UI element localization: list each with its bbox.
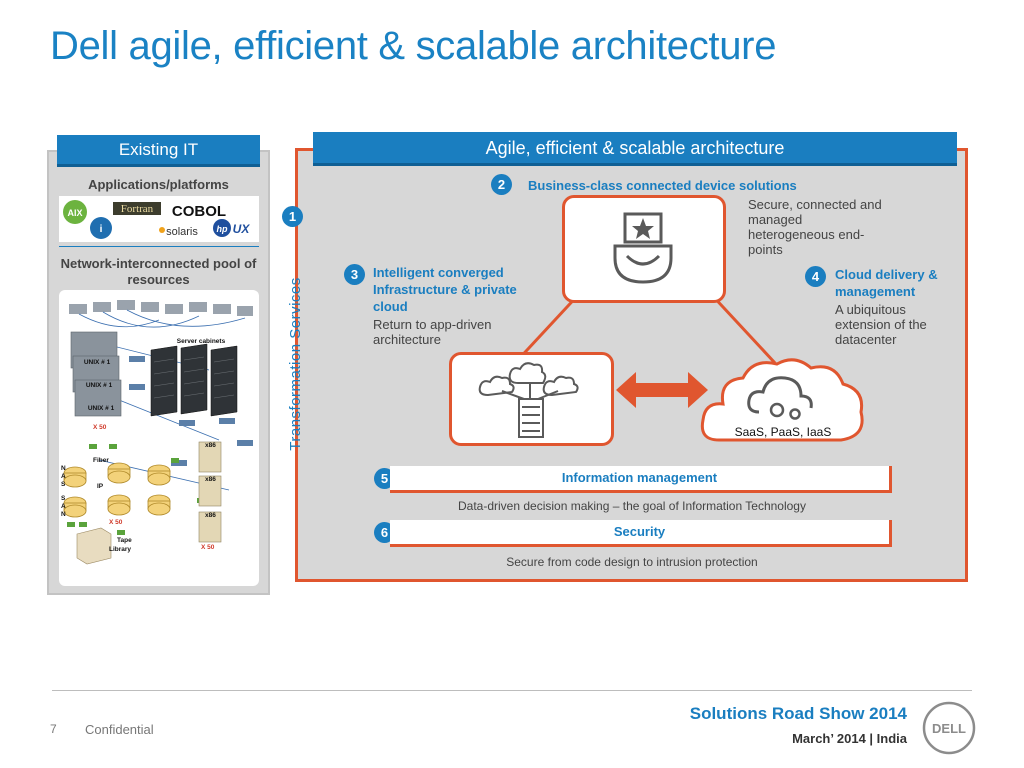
converged-infrastructure-box (449, 352, 614, 446)
server-cabinets (150, 343, 238, 417)
ibm-i-logo: i (90, 217, 112, 239)
footer-divider (52, 690, 972, 691)
cloud-delivery-cloud (697, 352, 869, 452)
network-diagram: UNIX # 1 UNIX # 1 UNIX # 1 Server cabine… (59, 290, 259, 586)
step-4-badge: 4 (805, 266, 826, 287)
private-cloud-server-icon (478, 362, 579, 438)
solaris-logo: solaris (159, 226, 198, 238)
step-1-badge: 1 (282, 206, 303, 227)
aix-logo: AIX (63, 200, 87, 224)
step-5-badge: 5 (374, 468, 395, 489)
cobol-logo-text: COBOL (172, 203, 226, 220)
information-management-bar: Information management (390, 466, 892, 493)
business-class-title: Business-class connected device solution… (528, 178, 797, 193)
security-bar: Security (390, 520, 892, 547)
x86-servers (198, 441, 222, 543)
svg-text:S: S (61, 481, 66, 488)
aix-logo-text: AIX (67, 208, 82, 218)
fiber-label: Fiber (93, 457, 109, 464)
cobol-logo: COBOL (172, 203, 226, 220)
x50-label-2: X 50 (109, 519, 123, 526)
apps-divider (59, 246, 259, 247)
unix-label-2: UNIX # 1 (86, 382, 113, 389)
x86-label-3: x86 (205, 512, 216, 519)
nas-label: N (61, 465, 66, 472)
converged-desc: Return to app-driven architecture (373, 317, 492, 347)
hp-ux-logo: hp UX (213, 219, 250, 237)
unix-servers (70, 331, 122, 417)
security-caption: Secure from code design to intrusion pro… (506, 555, 758, 569)
ip-label: IP (97, 483, 104, 490)
tape-library (76, 527, 112, 565)
platform-logos: AIX i Fortran COBOL solaris hp UX (59, 196, 259, 242)
agile-architecture-tab: Agile, efficient & scalable architecture (313, 132, 957, 166)
slide-title: Dell agile, efficient & scalable archite… (50, 24, 777, 68)
cloud-gear-icon (700, 358, 864, 442)
svg-text:Library: Library (109, 546, 131, 553)
step-6-badge: 6 (374, 522, 395, 543)
apps-heading: Applications/platforms (88, 177, 229, 192)
x50-label-1: X 50 (93, 424, 107, 431)
x86-label-1: x86 (205, 442, 216, 449)
event-date: March’ 2014 | India (792, 731, 907, 746)
step-2-badge: 2 (491, 174, 512, 195)
connected-device-icon (613, 212, 673, 284)
svg-text:A: A (61, 473, 66, 480)
san-label: S (61, 495, 66, 502)
switch-row (69, 300, 253, 316)
information-management-caption: Data-driven decision making – the goal o… (458, 499, 806, 513)
fortran-logo: Fortran (113, 202, 161, 215)
svg-text:N: N (61, 511, 66, 518)
cloud-services-caption: SaaS, PaaS, IaaS (734, 425, 832, 439)
storage-disks (63, 462, 171, 518)
dell-logo-text: DELL (932, 721, 966, 736)
cloud-delivery-title: Cloud delivery & management (835, 267, 938, 299)
svg-text:A: A (61, 503, 66, 510)
page-number: 7 (50, 722, 57, 736)
connector-lines (513, 291, 777, 365)
converged-title: Intelligent converged Infrastructure & p… (373, 265, 517, 314)
hp-ux-logo-text: UX (233, 222, 251, 236)
bidirectional-arrow-icon (616, 372, 708, 408)
svg-text:i: i (100, 224, 103, 235)
tape-label: Tape (117, 537, 132, 544)
cloud-delivery-desc: A ubiquitous extension of the datacenter (835, 302, 927, 347)
fortran-logo-text: Fortran (121, 203, 154, 215)
solaris-logo-text: solaris (166, 226, 198, 238)
unix-label-3: UNIX # 1 (88, 405, 115, 412)
step-3-badge: 3 (344, 264, 365, 285)
unix-label-1: UNIX # 1 (84, 359, 111, 366)
business-class-desc: Secure, connected and managed heterogene… (748, 197, 882, 257)
server-cabinets-label: Server cabinets (177, 338, 226, 345)
x86-label-2: x86 (205, 476, 216, 483)
existing-it-tab: Existing IT (57, 135, 260, 167)
network-heading: Network-interconnected pool of resources (60, 256, 257, 287)
dell-logo-icon: DELL (922, 701, 976, 755)
svg-text:hp: hp (217, 224, 228, 234)
device-solutions-box (562, 195, 726, 303)
event-name: Solutions Road Show 2014 (689, 704, 907, 723)
x50-label-3: X 50 (201, 544, 215, 551)
confidential-label: Confidential (85, 722, 154, 737)
